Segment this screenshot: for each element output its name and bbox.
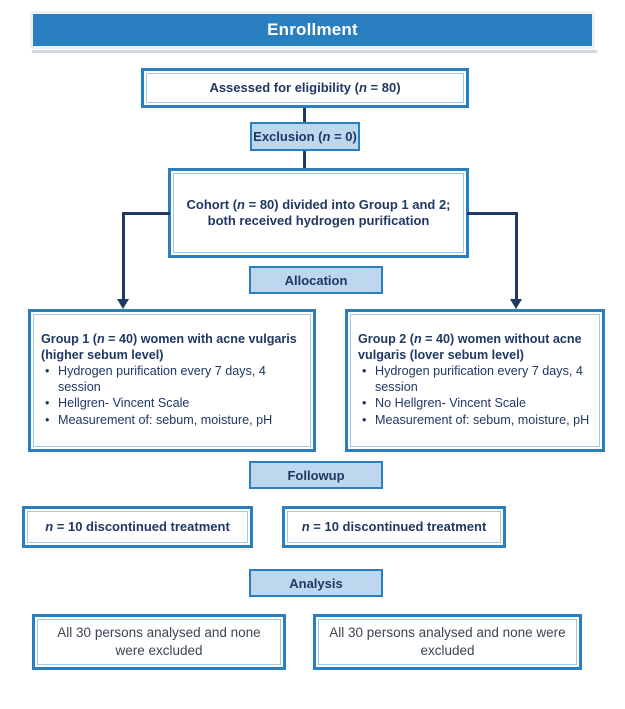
- node-analysed-left-text: All 30 persons analysed and none were ex…: [57, 624, 261, 658]
- list-item: No Hellgren- Vincent Scale: [358, 396, 592, 412]
- list-item: Hydrogen purification every 7 days, 4 se…: [358, 364, 592, 395]
- list-item: Measurement of: sebum, moisture, pH: [41, 413, 303, 429]
- node-cohort: Cohort (n = 80) divided into Group 1 and…: [168, 168, 469, 258]
- node-cohort-text: Cohort (n = 80) divided into Group 1 and…: [186, 196, 451, 228]
- list-item: Measurement of: sebum, moisture, pH: [358, 413, 592, 429]
- node-assessed-inner: Assessed for eligibility (n = 80): [146, 73, 464, 103]
- stage-analysis-label: Analysis: [289, 575, 343, 591]
- node-analysed-left: All 30 persons analysed and none were ex…: [32, 614, 286, 670]
- node-group-1-inner: Group 1 (n = 40) women with acne vulgari…: [33, 314, 311, 447]
- node-analysed-right-inner: All 30 persons analysed and none were ex…: [318, 619, 577, 665]
- node-analysed-right: All 30 persons analysed and none were ex…: [313, 614, 582, 670]
- stage-followup-label: Followup: [287, 467, 345, 483]
- node-group-2: Group 2 (n = 40) women without acne vulg…: [345, 309, 605, 452]
- stage-analysis: Analysis: [249, 569, 383, 597]
- node-assessed-text: Assessed for eligibility (n = 80): [209, 79, 401, 95]
- node-discontinued-right-text: n = 10 discontinued treatment: [301, 518, 487, 534]
- node-group-2-inner: Group 2 (n = 40) women without acne vulg…: [350, 314, 600, 447]
- node-group-2-list: Hydrogen purification every 7 days, 4 se…: [358, 364, 592, 428]
- node-cohort-inner: Cohort (n = 80) divided into Group 1 and…: [173, 173, 464, 253]
- stage-allocation-label: Allocation: [284, 272, 348, 288]
- node-discontinued-right-inner: n = 10 discontinued treatment: [287, 511, 501, 543]
- connector-cohort-left-vertical: [122, 212, 125, 302]
- node-assessed-for-eligibility: Assessed for eligibility (n = 80): [141, 68, 469, 108]
- list-item: Hydrogen purification every 7 days, 4 se…: [41, 364, 303, 395]
- node-discontinued-left: n = 10 discontinued treatment: [22, 506, 253, 548]
- stage-followup: Followup: [249, 461, 383, 489]
- arrowhead-to-group2: [510, 299, 522, 309]
- stage-allocation: Allocation: [249, 266, 383, 294]
- connector-cohort-right-horizontal: [467, 212, 518, 215]
- node-group-2-body: Group 2 (n = 40) women without acne vulg…: [351, 327, 599, 433]
- connector-cohort-right-vertical: [515, 212, 518, 302]
- connector-assessed-to-exclusion: [303, 108, 306, 125]
- node-discontinued-right: n = 10 discontinued treatment: [282, 506, 506, 548]
- connector-exclusion-to-cohort: [303, 151, 306, 170]
- node-group-1-title: Group 1 (n = 40) women with acne vulgari…: [41, 332, 297, 362]
- enrollment-banner-label: Enrollment: [267, 20, 358, 39]
- node-exclusion: Exclusion (n = 0): [250, 122, 360, 151]
- enrollment-banner: Enrollment: [30, 11, 595, 49]
- node-exclusion-text: Exclusion (n = 0): [253, 129, 357, 144]
- connector-cohort-left-horizontal: [122, 212, 170, 215]
- node-group-1-list: Hydrogen purification every 7 days, 4 se…: [41, 364, 303, 428]
- node-group-2-title: Group 2 (n = 40) women without acne vulg…: [358, 332, 582, 362]
- arrowhead-to-group1: [117, 299, 129, 309]
- list-item: Hellgren- Vincent Scale: [41, 396, 303, 412]
- node-discontinued-left-text: n = 10 discontinued treatment: [45, 518, 230, 534]
- node-discontinued-left-inner: n = 10 discontinued treatment: [27, 511, 248, 543]
- node-analysed-left-inner: All 30 persons analysed and none were ex…: [37, 619, 281, 665]
- enrollment-banner-shadow: [32, 50, 597, 53]
- node-group-1: Group 1 (n = 40) women with acne vulgari…: [28, 309, 316, 452]
- node-analysed-right-text: All 30 persons analysed and none were ex…: [329, 624, 566, 658]
- node-group-1-body: Group 1 (n = 40) women with acne vulgari…: [34, 327, 310, 433]
